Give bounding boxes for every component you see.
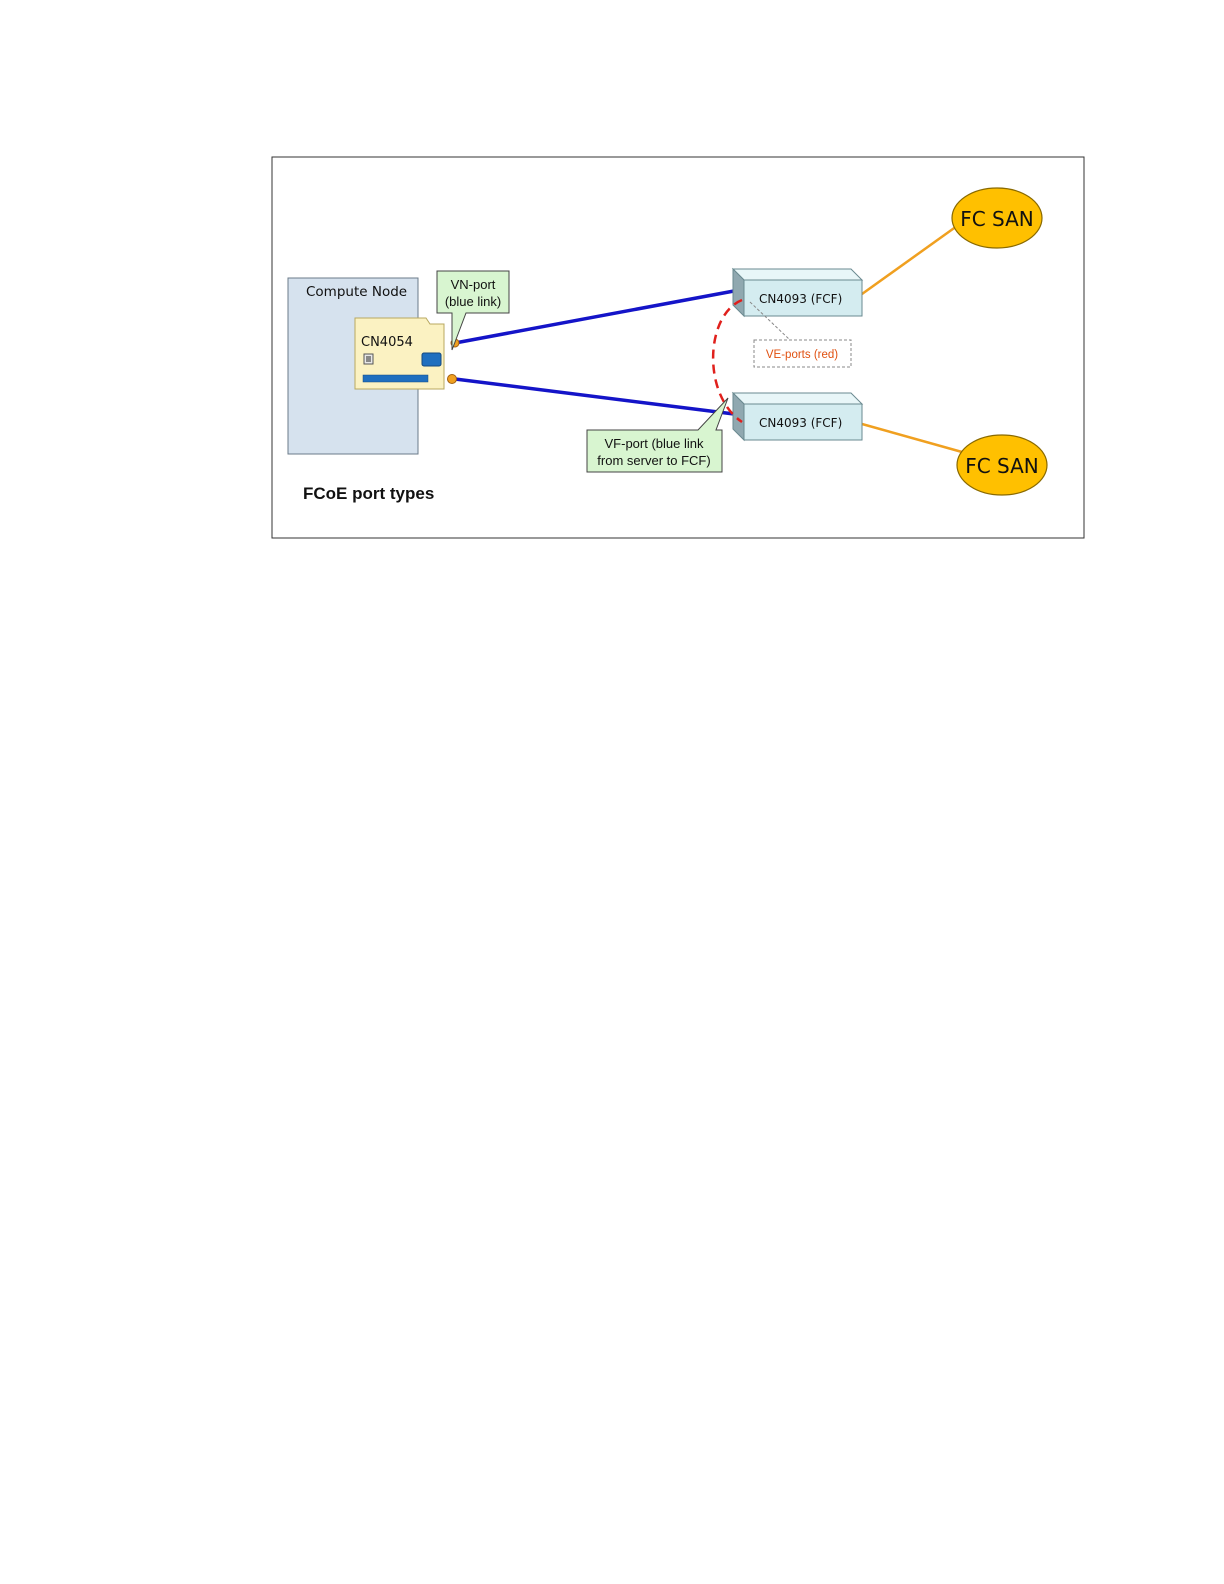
vn-port-callout-line1: VN-port bbox=[451, 277, 496, 292]
adapter-chip-icon bbox=[364, 354, 373, 364]
vf-port-callout-line1: VF-port (blue link bbox=[605, 436, 704, 451]
vf-port-callout-line2: from server to FCF) bbox=[597, 453, 710, 468]
adapter-connector-bar bbox=[363, 375, 428, 382]
compute-node-label: Compute Node bbox=[306, 284, 407, 300]
fc-san-bottom-label: FC SAN bbox=[965, 454, 1039, 478]
ve-port-callout-text: VE-ports (red) bbox=[766, 349, 838, 361]
vf-port-dot bbox=[448, 375, 457, 384]
fc-san-top-label: FC SAN bbox=[960, 207, 1034, 231]
adapter-port-icon bbox=[422, 353, 441, 366]
vn-port-callout-line2: (blue link) bbox=[445, 294, 501, 309]
switch-bottom-label: CN4093 (FCF) bbox=[759, 416, 842, 430]
adapter-label: CN4054 bbox=[361, 335, 413, 350]
switch-top-label: CN4093 (FCF) bbox=[759, 292, 842, 306]
figure-title: FCoE port types bbox=[303, 484, 434, 503]
